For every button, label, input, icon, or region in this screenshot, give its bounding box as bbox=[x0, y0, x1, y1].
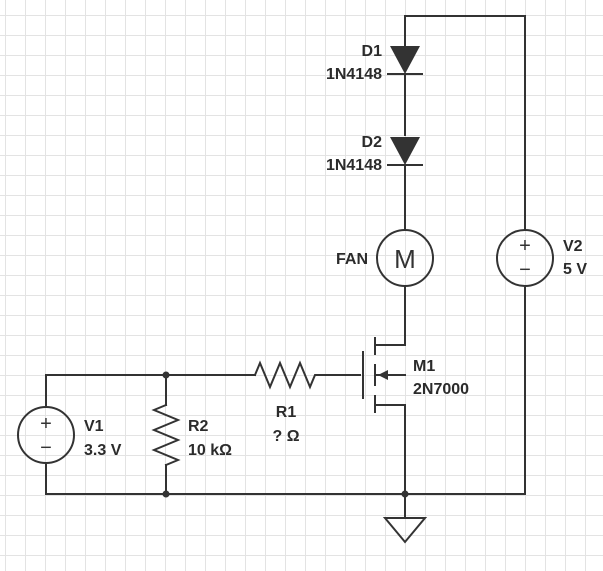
d1-name-label: D1 bbox=[362, 43, 383, 60]
v2-minus-symbol: − bbox=[519, 259, 531, 281]
r2-name-label: R2 bbox=[188, 418, 209, 435]
wire-fan-to-drain bbox=[374, 285, 406, 346]
motor-symbol: M bbox=[394, 244, 416, 274]
diode-d2-triangle bbox=[390, 137, 420, 165]
v1-circle bbox=[17, 406, 75, 464]
d2-name-label: D2 bbox=[362, 134, 383, 151]
junction-dot bbox=[162, 371, 170, 379]
fan-name-label: FAN bbox=[336, 251, 368, 268]
r1-name-label: R1 bbox=[276, 404, 297, 421]
r1-value-label: ? Ω bbox=[272, 428, 299, 445]
resistor-r1: R1 ? Ω bbox=[253, 360, 321, 445]
fan-motor: M FAN bbox=[336, 229, 434, 287]
r2-zigzag bbox=[151, 403, 181, 467]
v2-name-label: V2 bbox=[563, 238, 583, 255]
mosfet-m1: M1 2N7000 bbox=[362, 337, 469, 413]
fan-motor-circle bbox=[376, 229, 434, 287]
v2-value-label: 5 V bbox=[563, 261, 587, 278]
ground-triangle bbox=[382, 517, 428, 544]
diode-d1-triangle bbox=[390, 46, 420, 74]
v1-minus-symbol: − bbox=[40, 437, 52, 459]
v2-plus-symbol: + bbox=[519, 235, 531, 257]
m1-name-label: M1 bbox=[413, 358, 435, 375]
voltage-source-v1: + − V1 3.3 V bbox=[17, 406, 122, 464]
wire-v1-top bbox=[45, 374, 256, 406]
wire-source-to-ground bbox=[374, 404, 406, 495]
wires bbox=[45, 15, 526, 519]
m1-part-label: 2N7000 bbox=[413, 381, 469, 398]
junction-dot bbox=[401, 490, 409, 498]
wire-top-rail bbox=[404, 15, 526, 231]
resistor-r2: R2 10 kΩ bbox=[151, 403, 232, 467]
diode-d2: D2 1N4148 bbox=[326, 134, 423, 174]
m1-arrow bbox=[378, 370, 388, 380]
voltage-source-v2: + − V2 5 V bbox=[496, 229, 587, 287]
v1-name-label: V1 bbox=[84, 418, 104, 435]
d1-part-label: 1N4148 bbox=[326, 66, 382, 83]
diode-d1: D1 1N4148 bbox=[326, 43, 423, 83]
d2-part-label: 1N4148 bbox=[326, 157, 382, 174]
r1-zigzag bbox=[253, 360, 321, 390]
v2-circle bbox=[496, 229, 554, 287]
v1-value-label: 3.3 V bbox=[84, 442, 122, 459]
junction-dot bbox=[162, 490, 170, 498]
ground-symbol bbox=[382, 517, 428, 544]
v1-plus-symbol: + bbox=[40, 413, 52, 435]
r2-value-label: 10 kΩ bbox=[188, 442, 232, 459]
